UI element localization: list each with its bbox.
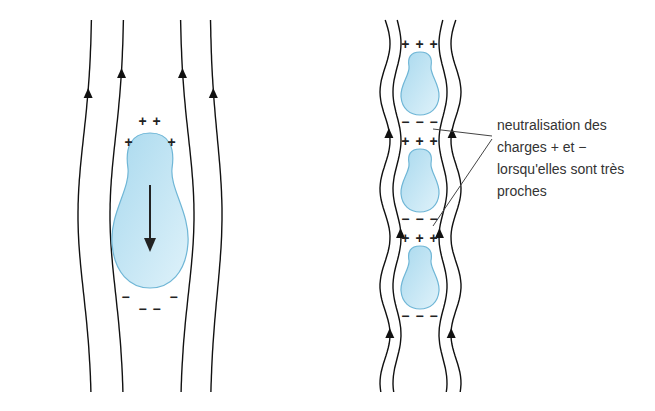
- field-arrow-head: [117, 68, 126, 78]
- charge-sign: −: [169, 290, 178, 304]
- field-lines: [78, 20, 461, 392]
- field-line: [439, 20, 447, 392]
- charge-sign: − − −: [401, 309, 438, 323]
- note-label: neutralisation des charges + et − lorsqu…: [497, 114, 647, 202]
- field-arrow-head: [84, 88, 93, 98]
- charge-sign: + + +: [401, 231, 438, 245]
- leader-line: [433, 139, 492, 226]
- field-arrow-head: [384, 128, 393, 138]
- leader-line: [433, 129, 492, 136]
- water-drop: [112, 133, 188, 288]
- water-drop: [401, 149, 439, 212]
- charge-sign: +: [124, 135, 133, 149]
- water-drop: [401, 52, 439, 115]
- field-line: [78, 20, 91, 392]
- field-arrow-head: [178, 68, 187, 78]
- field-arrow-head: [209, 88, 218, 98]
- field-arrow-head: [385, 328, 394, 338]
- charge-sign: + +: [138, 114, 161, 128]
- water-drops: [112, 52, 439, 309]
- charge-sign: +: [167, 135, 176, 149]
- charge-sign: − −: [138, 302, 161, 316]
- field-line: [393, 20, 401, 392]
- fall-arrow-head: [144, 238, 156, 252]
- charge-sign: − − −: [401, 212, 438, 226]
- charge-sign: + + +: [401, 37, 438, 51]
- charge-sign: + + +: [401, 134, 438, 148]
- charge-sign: −: [121, 290, 130, 304]
- field-arrow-head: [448, 128, 457, 138]
- fall-arrow: [149, 185, 151, 240]
- charge-sign: − − −: [401, 115, 438, 129]
- field-arrow-head: [447, 328, 456, 338]
- water-drop: [401, 246, 439, 309]
- field-line: [211, 20, 223, 392]
